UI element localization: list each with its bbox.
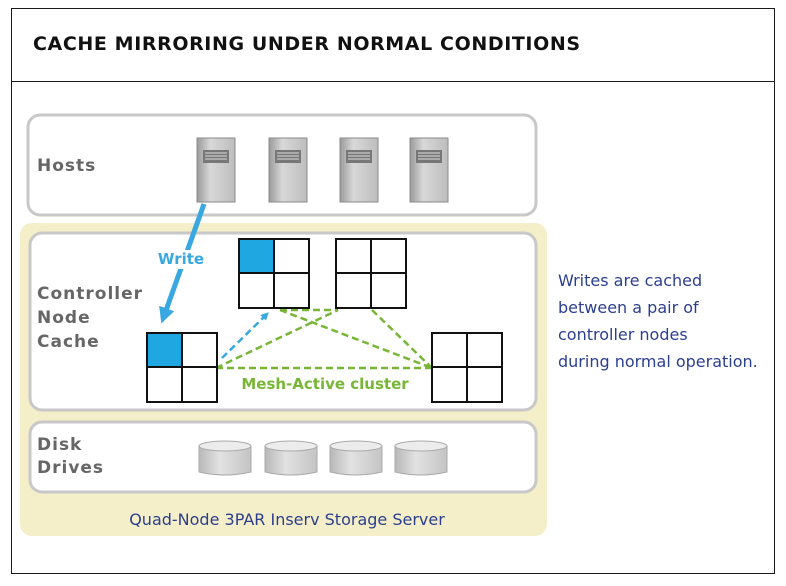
- cache-grid-icon: [238, 238, 310, 309]
- cache-grid-icon: [146, 332, 218, 403]
- note-line-2: between a pair of: [558, 298, 699, 317]
- server-icon: [196, 137, 236, 203]
- disk-label-line-2: Drives: [37, 458, 104, 478]
- cache-grid-icon: [335, 238, 407, 309]
- write-label: Write: [158, 250, 204, 268]
- disk-drive-icon: [198, 440, 252, 476]
- disk-drive-icon: [329, 440, 383, 476]
- hosts-label: Hosts: [37, 156, 96, 176]
- note-line-3: controller nodes: [558, 325, 688, 344]
- mesh-lines: [215, 308, 433, 370]
- server-icon: [339, 137, 379, 203]
- disk-label-line-1: Disk: [37, 435, 82, 455]
- disk-drive-icon: [264, 440, 318, 476]
- title-bar: CACHE MIRRORING UNDER NORMAL CONDITIONS: [12, 9, 774, 82]
- note-line-1: Writes are cached: [558, 271, 702, 290]
- server-icon: [268, 137, 308, 203]
- note-line-4: during normal operation.: [558, 352, 758, 371]
- server-label: Quad-Node 3PAR Inserv Storage Server: [129, 510, 445, 529]
- figure-title: CACHE MIRRORING UNDER NORMAL CONDITIONS: [33, 33, 581, 55]
- figure-frame: CACHE MIRRORING UNDER NORMAL CONDITIONS: [11, 8, 775, 574]
- controller-label-line-2: Node: [37, 308, 91, 328]
- write-label-bg: [158, 250, 204, 269]
- mesh-cluster-label: Mesh-Active cluster: [241, 375, 409, 393]
- disk-drive-icon: [394, 440, 448, 476]
- controller-label-line-3: Cache: [37, 332, 100, 352]
- cache-grid-icon: [431, 332, 503, 403]
- controller-label-line-1: Controller: [37, 284, 143, 304]
- server-icon: [409, 137, 449, 203]
